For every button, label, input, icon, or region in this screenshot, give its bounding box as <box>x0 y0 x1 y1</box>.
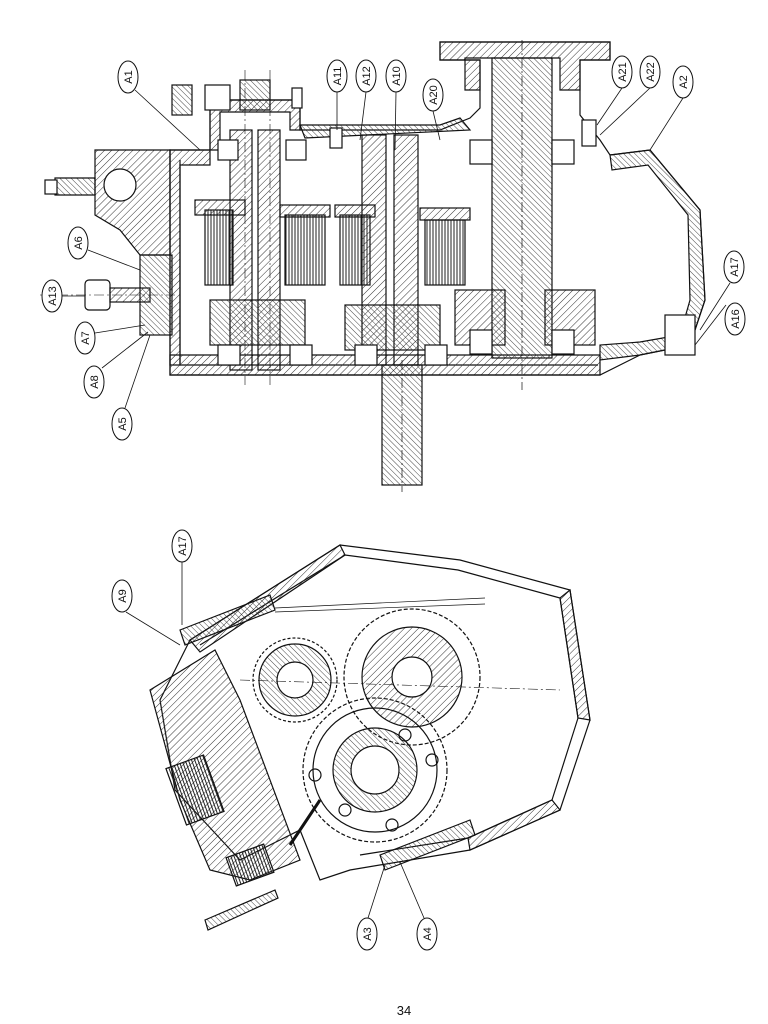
callout-a2: A2 <box>649 65 694 151</box>
callout-labels-bottom: A17 A9 A3 A4 <box>111 529 438 951</box>
callout-a13: A13 <box>41 279 85 313</box>
gearbox-section-view <box>40 40 706 492</box>
callout-a8: A8 <box>83 331 149 399</box>
svg-text:A16: A16 <box>730 309 742 329</box>
callout-a12: A12 <box>355 59 377 141</box>
svg-text:A1: A1 <box>123 70 135 83</box>
callout-a4: A4 <box>399 861 438 951</box>
callout-a7: A7 <box>74 321 146 355</box>
callout-a20: A20 <box>422 78 444 141</box>
svg-text:A22: A22 <box>645 62 657 82</box>
callout-a21: A21 <box>596 55 633 126</box>
svg-text:A5: A5 <box>117 417 129 430</box>
svg-text:A13: A13 <box>47 286 59 306</box>
svg-text:A12: A12 <box>361 66 373 86</box>
svg-text:A4: A4 <box>422 927 434 940</box>
callout-a5: A5 <box>111 334 151 441</box>
callout-a22: A22 <box>599 55 661 136</box>
svg-text:A20: A20 <box>428 85 440 105</box>
callout-a6: A6 <box>67 226 141 271</box>
svg-text:A11: A11 <box>332 67 344 86</box>
svg-text:A21: A21 <box>617 62 629 82</box>
svg-text:A8: A8 <box>89 375 101 388</box>
svg-text:A10: A10 <box>391 66 403 86</box>
callout-a17-top: A17 <box>699 250 745 331</box>
gearbox-side-view <box>149 544 591 931</box>
callout-a1: A1 <box>117 60 201 151</box>
svg-text:A2: A2 <box>678 75 690 88</box>
callout-a3: A3 <box>356 864 386 951</box>
callout-a11: A11 <box>326 59 348 130</box>
callout-labels-top: A1 A11 A12 A10 A20 A21 <box>41 55 746 441</box>
svg-text:A9: A9 <box>117 589 129 602</box>
page-number: 34 <box>396 1003 412 1018</box>
svg-text:A3: A3 <box>362 927 374 940</box>
svg-text:A6: A6 <box>73 236 85 249</box>
svg-text:A17: A17 <box>177 536 189 556</box>
callout-a10: A10 <box>385 59 407 151</box>
svg-text:A7: A7 <box>80 331 92 344</box>
callout-a9: A9 <box>111 579 181 646</box>
callout-a17-bottom: A17 <box>171 529 193 625</box>
callout-a16: A16 <box>694 302 746 346</box>
svg-text:A17: A17 <box>729 257 741 277</box>
